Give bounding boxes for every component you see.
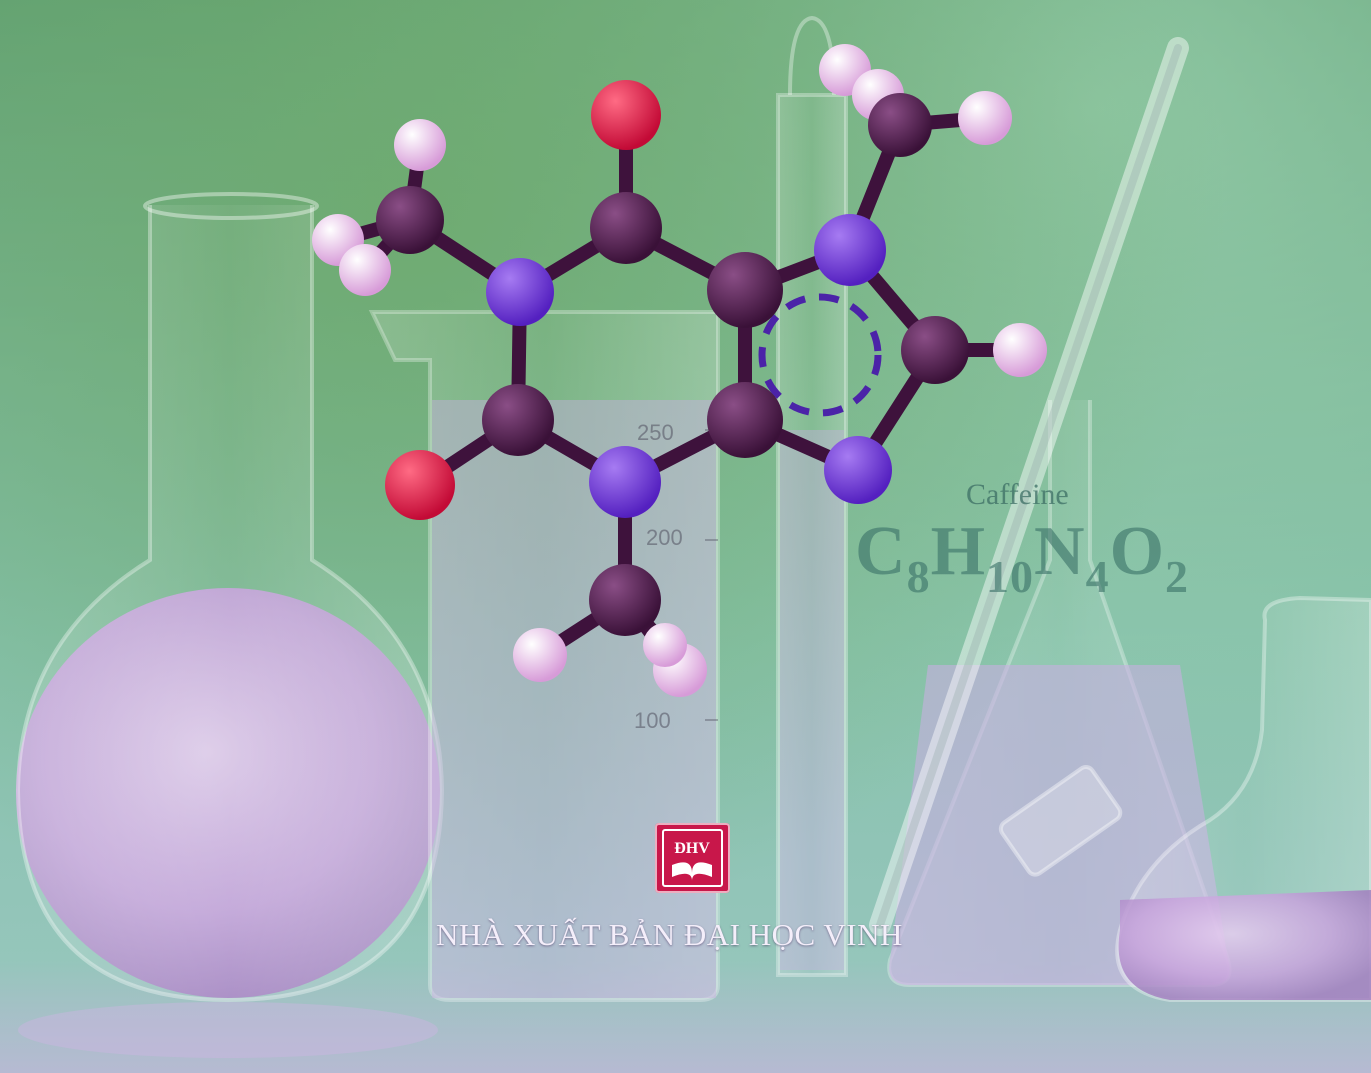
caffeine-molecule-model: [312, 44, 1047, 697]
formula-oxygen-count: 2: [1165, 551, 1190, 602]
beaker-scale-mark: 250: [637, 420, 674, 445]
svg-text:ĐHV: ĐHV: [674, 840, 710, 857]
publisher-name: NHÀ XUẤT BẢN ĐẠI HỌC VINH: [436, 917, 903, 952]
publisher-logo-frame: ĐHV: [662, 829, 723, 887]
chemical-formula: C8H10N4O2: [855, 512, 1189, 603]
formula-oxygen: O: [1109, 513, 1166, 590]
beaker-scale-mark: 100: [634, 708, 671, 733]
round-bottom-flask-icon: [15, 192, 445, 1058]
formula-nitrogen-count: 4: [1085, 551, 1110, 602]
formula-hydrogen-count: 10: [986, 551, 1035, 602]
formula-nitrogen: N: [1034, 513, 1086, 590]
formula-hydrogen: H: [930, 513, 987, 590]
beaker-scale-mark: 200: [646, 525, 683, 550]
publisher-logo: ĐHV: [655, 823, 730, 893]
formula-carbon-count: 8: [906, 551, 931, 602]
book-icon: ĐHV: [672, 840, 712, 881]
compound-name: Caffeine: [966, 478, 1069, 511]
graduated-cylinder-icon: [776, 15, 848, 977]
stirring-rod-icon: [869, 37, 1189, 936]
formula-carbon: C: [855, 513, 907, 590]
tilted-flask-icon: [998, 595, 1371, 1002]
